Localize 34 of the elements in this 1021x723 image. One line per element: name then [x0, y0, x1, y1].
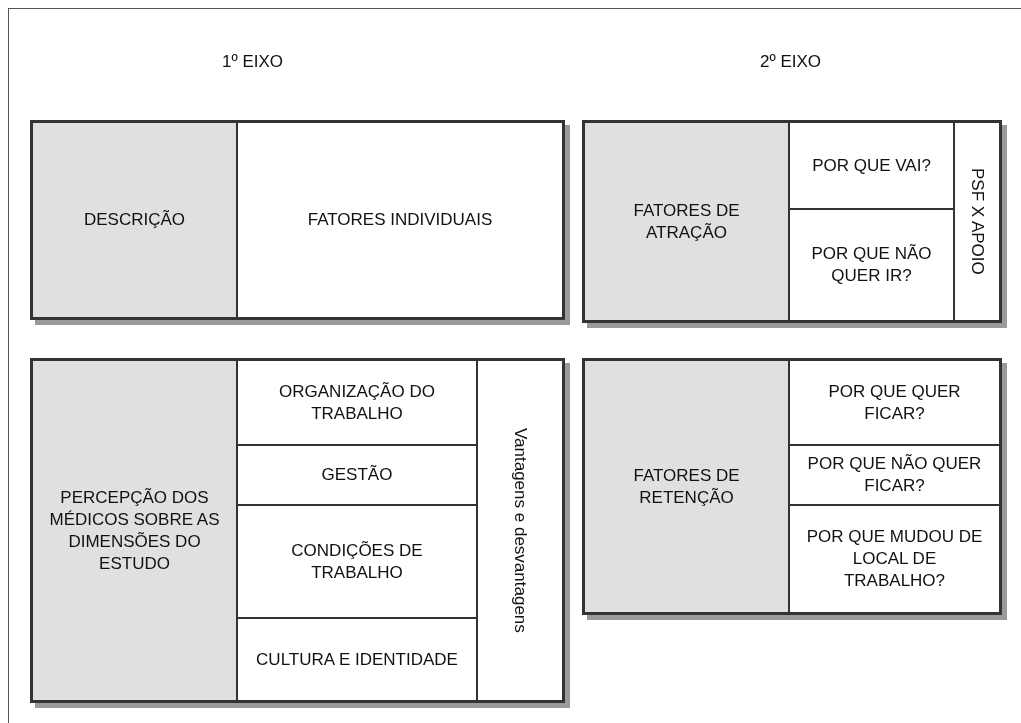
cell-text: POR QUE VAI?: [812, 154, 931, 177]
table-cell: [237, 505, 477, 618]
cell-text: POR QUE MUDOU DE LOCAL DE TRABALHO?: [806, 526, 983, 592]
category-cell: [584, 360, 789, 613]
category-cell: [32, 360, 237, 701]
cell-text: POR QUE QUER FICAR?: [827, 380, 962, 425]
table-cell: [789, 505, 1000, 613]
cell-text: CONDIÇÕES DE TRABALHO: [290, 539, 424, 584]
axis-heading: 1º EIXO: [222, 52, 283, 72]
table-cell: [954, 122, 1000, 321]
table-cell: [237, 618, 477, 701]
table-cell: [237, 122, 563, 318]
cell-text: FATORES DE RETENÇÃO: [632, 464, 741, 509]
cell-text: Vantagens e desvantagens: [510, 428, 531, 633]
table-cell: [237, 360, 477, 445]
cell-text: GESTÃO: [321, 464, 393, 486]
axis-heading: 2º EIXO: [760, 52, 821, 72]
cell-text: POR QUE NÃO QUER FICAR?: [806, 453, 983, 497]
cell-text: POR QUE NÃO QUER IR?: [810, 243, 933, 287]
cell-text: ORGANIZAÇÃO DO TRABALHO: [278, 380, 436, 425]
table-cell: [789, 445, 1000, 505]
table-cell: [237, 445, 477, 505]
cell-text: CULTURA E IDENTIDADE: [256, 648, 458, 671]
cell-text: DESCRIÇÃO: [83, 209, 186, 231]
cell-text: FATORES INDIVIDUAIS: [307, 209, 493, 231]
table-cell: [789, 209, 954, 321]
table-cell: [477, 360, 563, 701]
table-cell: [789, 360, 1000, 445]
table-cell: [789, 122, 954, 209]
category-cell: [32, 122, 237, 318]
cell-text: PERCEPÇÃO DOS MÉDICOS SOBRE AS DIMENSÕES DO ESTUDO: [49, 486, 220, 575]
cell-text: FATORES DE ATRAÇÃO: [632, 199, 741, 244]
category-cell: [584, 122, 789, 321]
cell-text: PSF X APOIO: [967, 168, 988, 275]
